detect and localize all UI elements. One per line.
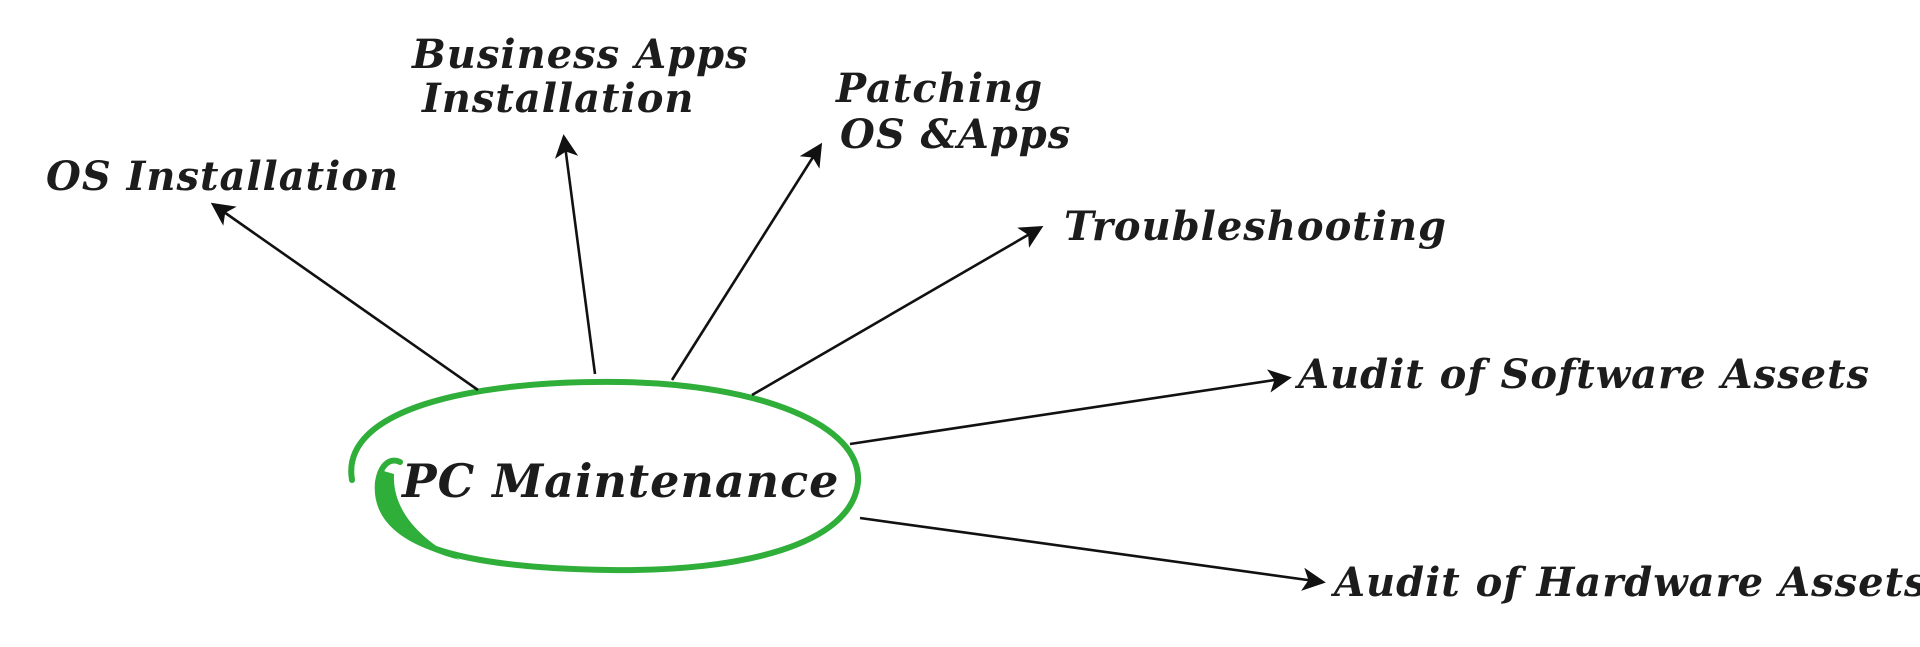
center-node: PC Maintenance xyxy=(348,378,862,574)
label-patching-os-apps-line2: OS &Apps xyxy=(840,111,1071,158)
label-os-installation: OS Installation xyxy=(46,153,399,200)
center-ring-brush-stroke xyxy=(378,470,460,560)
arrow-business-apps-installation xyxy=(554,134,597,375)
center-label: PC Maintenance xyxy=(400,454,839,508)
label-troubleshooting: Troubleshooting xyxy=(1064,203,1447,250)
arrow-os-installation xyxy=(210,202,479,392)
label-audit-software-assets: Audit of Software Assets xyxy=(1294,351,1870,398)
arrow-troubleshooting xyxy=(751,226,1044,397)
arrows xyxy=(210,134,1326,591)
label-audit-hardware-assets: Audit of Hardware Assets xyxy=(1330,559,1920,606)
arrow-audit-software-assets xyxy=(849,369,1292,446)
arrow-audit-hardware-assets xyxy=(859,516,1326,591)
label-patching-os-apps-line1: Patching xyxy=(835,65,1043,112)
center-ring xyxy=(348,378,862,574)
label-business-apps-installation-line1: Business Apps xyxy=(411,31,749,78)
arrow-patching-os-apps xyxy=(670,142,823,381)
branch-labels: OS Installation Business Apps Installati… xyxy=(46,31,1920,606)
label-business-apps-installation-line2: Installation xyxy=(421,75,694,122)
